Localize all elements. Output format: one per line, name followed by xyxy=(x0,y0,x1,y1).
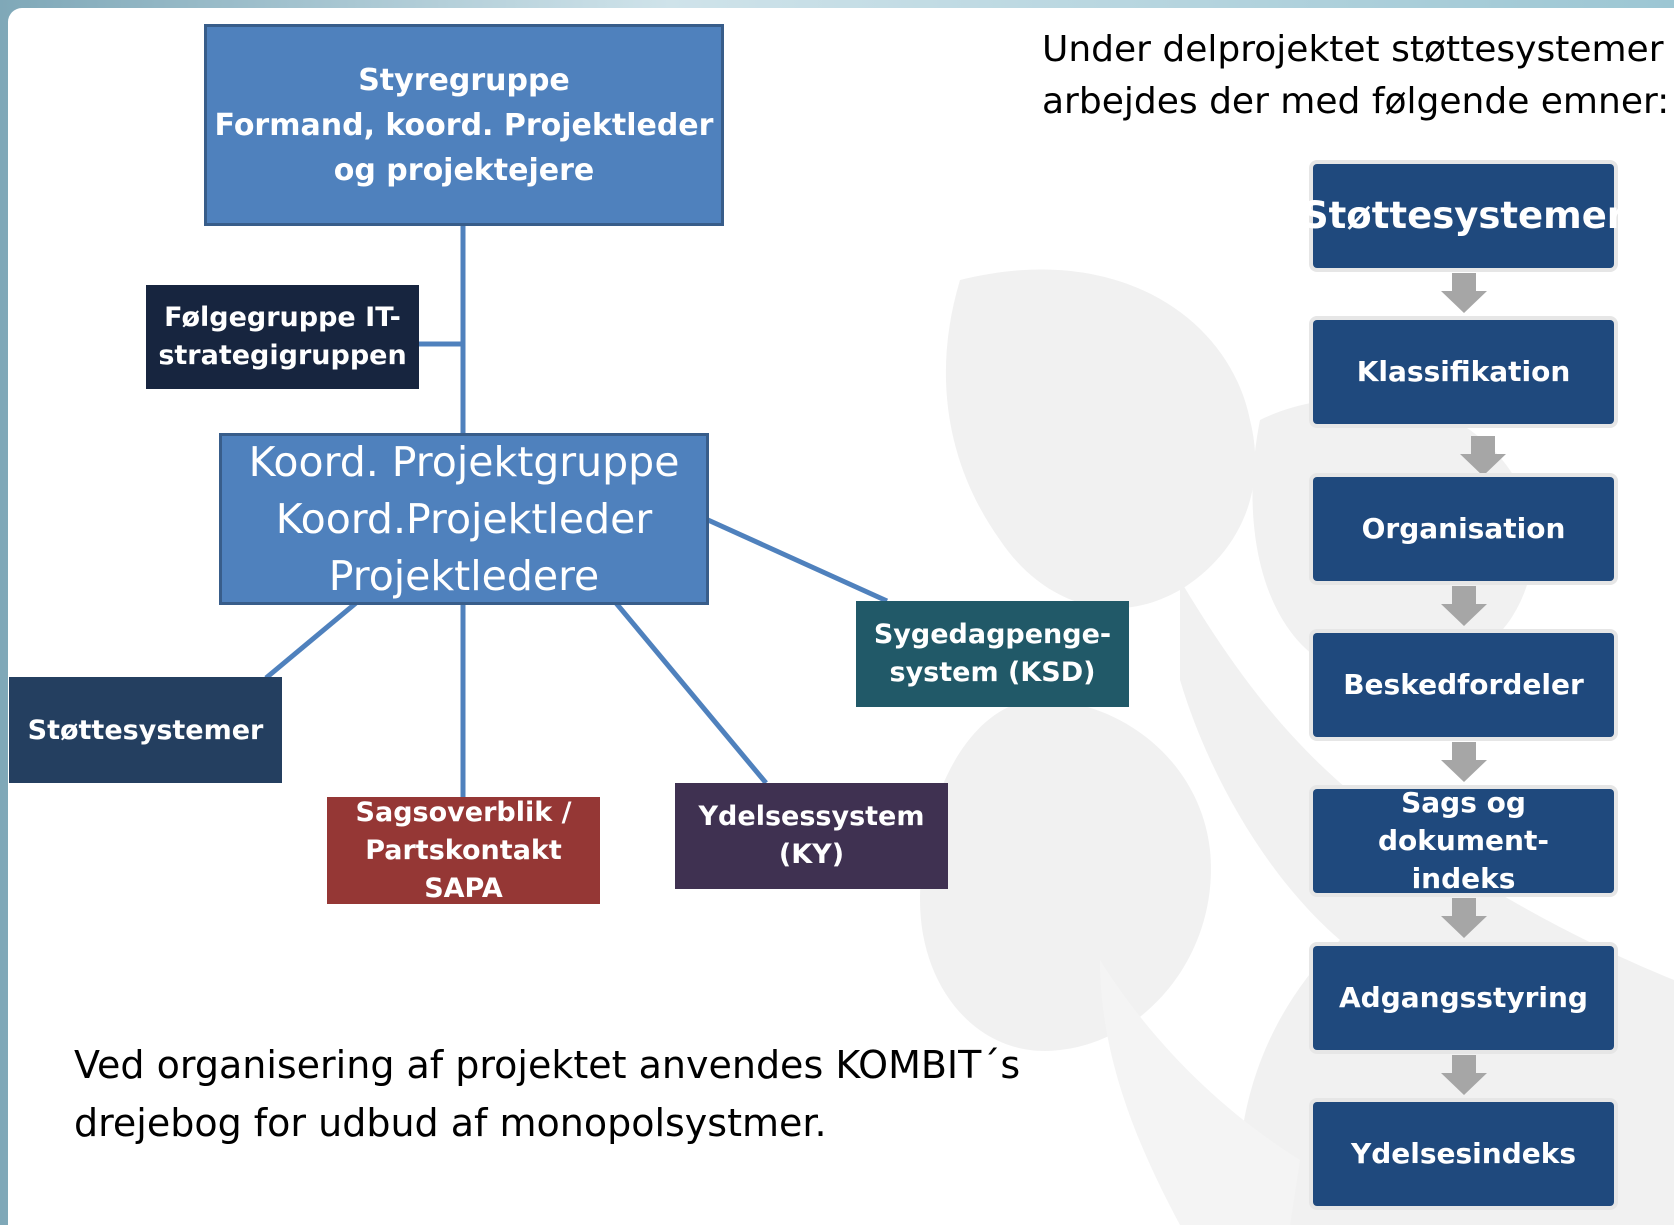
down-arrow-icon xyxy=(1441,898,1487,938)
connector-sygedagpenge xyxy=(706,517,889,604)
folgegruppe-box: Følgegruppe IT- strategigruppen xyxy=(146,285,419,389)
connector-stottesystemer xyxy=(264,601,358,680)
sygedagpenge-box: Sygedagpenge- system (KSD) xyxy=(856,601,1129,707)
styregruppe-box: Styregruppe Formand, koord. Projektleder… xyxy=(204,24,724,226)
flow-item-sags-og-dokumentindeks: Sags og dokument- indeks xyxy=(1313,786,1614,895)
flow-item-beskedfordeler: Beskedfordeler xyxy=(1313,633,1614,737)
down-arrow-icon xyxy=(1441,586,1487,626)
down-arrow-icon xyxy=(1441,742,1487,782)
koord-projektgruppe-box: Koord. Projektgruppe Koord.Projektleder … xyxy=(219,433,709,605)
flow-header-box: Støttesystemer xyxy=(1302,164,1625,268)
down-arrow-icon xyxy=(1441,273,1487,313)
footer-note: Ved organisering af projektet anvendes K… xyxy=(74,1043,1021,1145)
flow-item-organisation: Organisation xyxy=(1313,477,1614,581)
ydelsessystem-box: Ydelsessystem (KY) xyxy=(675,783,948,889)
flow-item-adgangsstyring: Adgangsstyring xyxy=(1313,946,1614,1050)
down-arrow-icon xyxy=(1460,436,1506,476)
flow-item-ydelsesindeks: Ydelsesindeks xyxy=(1313,1102,1614,1206)
sagsoverblik-box: Sagsoverblik / Partskontakt SAPA xyxy=(327,797,600,904)
down-arrow-icon xyxy=(1441,1055,1487,1095)
stottesystemer-box: Støttesystemer xyxy=(9,677,282,783)
connector-ydelsessystem xyxy=(614,601,768,785)
flow-item-klassifikation: Klassifikation xyxy=(1313,320,1614,424)
flow-intro-text: Under delprojektet støttesystemer arbejd… xyxy=(1042,29,1670,122)
